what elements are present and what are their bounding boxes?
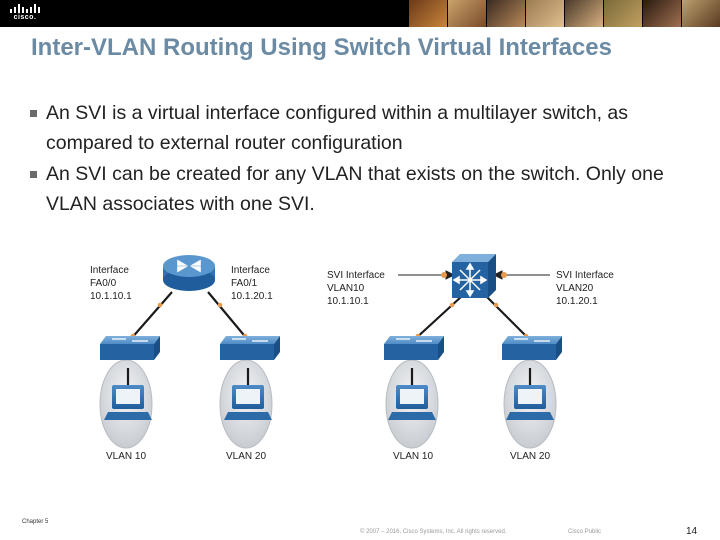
switch-icon bbox=[384, 336, 444, 360]
interface-port: FA0/0 bbox=[90, 278, 117, 289]
multilayer-switch-icon bbox=[452, 254, 496, 298]
interface-label: Interface bbox=[231, 265, 270, 276]
svi-label: SVI Interface bbox=[556, 270, 614, 281]
switch-icon bbox=[220, 336, 280, 360]
svi-label: SVI Interface bbox=[327, 270, 385, 281]
right-topology: SVI Interface VLAN10 10.1.10.1 SVI Inter… bbox=[327, 254, 614, 462]
footer-classification: Cisco Public bbox=[568, 529, 601, 535]
router-icon bbox=[163, 255, 215, 291]
svi-vlan: VLAN20 bbox=[556, 283, 594, 294]
interface-port: FA0/1 bbox=[231, 278, 258, 289]
switch-icon bbox=[100, 336, 160, 360]
vlan-label: VLAN 20 bbox=[510, 451, 550, 462]
page-number: 14 bbox=[686, 526, 697, 537]
switch-icon bbox=[502, 336, 562, 360]
left-topology: Interface FA0/0 10.1.10.1 Interface FA0/… bbox=[90, 255, 280, 462]
footer-chapter: Chapter 5 bbox=[22, 519, 48, 525]
svi-vlan: VLAN10 bbox=[327, 283, 365, 294]
interface-label: Interface bbox=[90, 265, 129, 276]
vlan-label: VLAN 20 bbox=[226, 451, 266, 462]
footer-copyright: © 2007 – 2016, Cisco Systems, Inc. All r… bbox=[360, 529, 507, 535]
link-router-switch1 bbox=[130, 292, 172, 340]
vlan-label: VLAN 10 bbox=[393, 451, 433, 462]
interface-ip: 10.1.20.1 bbox=[231, 291, 273, 302]
interface-ip: 10.1.10.1 bbox=[90, 291, 132, 302]
svi-ip: 10.1.20.1 bbox=[556, 296, 598, 307]
vlan-label: VLAN 10 bbox=[106, 451, 146, 462]
svi-ip: 10.1.10.1 bbox=[327, 296, 369, 307]
